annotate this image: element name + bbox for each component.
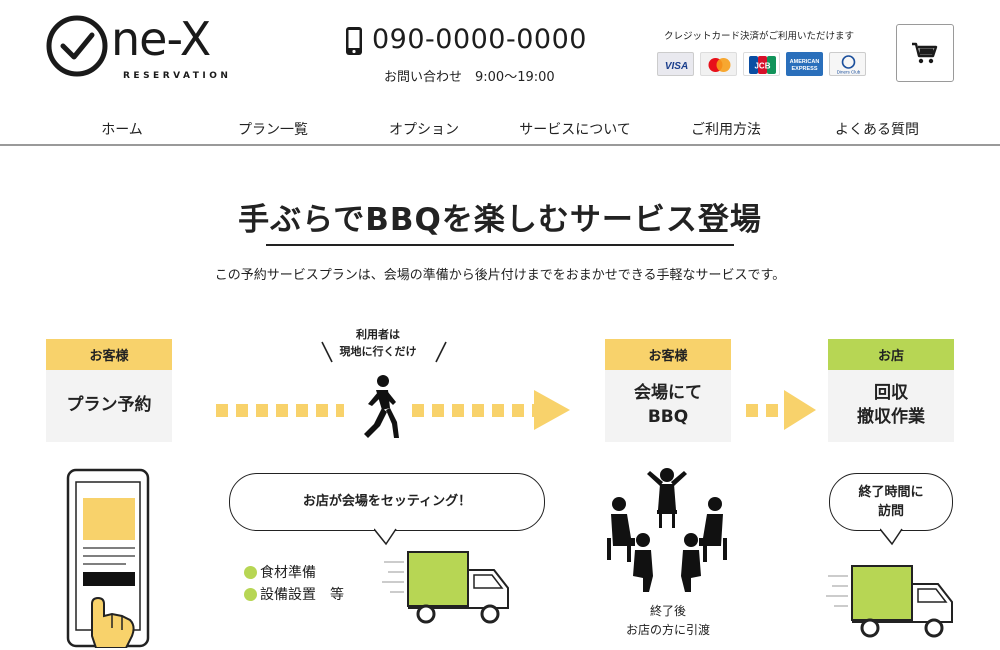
phone-number[interactable]: 090-0000-0000	[372, 24, 587, 55]
pickup-bubble: 終了時間に 訪問	[829, 473, 953, 531]
step-card-cleanup: お店 回収 撤収作業	[828, 339, 954, 442]
setting-item: 食材準備	[244, 562, 316, 582]
diners-club-card-icon: Diners Club	[829, 52, 866, 76]
svg-text:EXPRESS: EXPRESS	[792, 66, 818, 72]
svg-text:Diners Club: Diners Club	[837, 70, 861, 75]
svg-text:AMERICAN: AMERICAN	[790, 59, 820, 65]
nav-item-plans[interactable]: プラン一覧	[238, 122, 308, 138]
svg-text:JCB: JCB	[754, 62, 770, 71]
visa-card-icon: VISA	[657, 52, 694, 76]
nav-item-home[interactable]: ホーム	[101, 122, 143, 138]
amex-card-icon: AMERICAN EXPRESS	[786, 52, 823, 76]
step-text: 回収 撤収作業	[857, 383, 925, 427]
pickup-truck-icon	[826, 565, 953, 638]
setting-item: 設備設置 等	[244, 584, 344, 604]
arrow-head-icon	[534, 390, 570, 430]
flow-arrow-dash	[746, 404, 786, 417]
nav-item-how-to-use[interactable]: ご利用方法	[691, 122, 761, 138]
title-underline	[266, 244, 734, 246]
step-card-bbq: お客様 会場にて BBQ	[605, 339, 731, 442]
logo-wordmark: ne-X	[111, 12, 211, 66]
jcb-card-icon: JCB	[743, 52, 780, 76]
brand-logo[interactable]: ne-X RESERVATION	[45, 12, 245, 86]
delivery-truck-icon	[382, 551, 509, 624]
contact-hours: お問い合わせ 9:00〜19:00	[384, 70, 555, 85]
group-people-icon	[607, 468, 727, 592]
step-tag: お店	[828, 339, 954, 370]
smartphone-icon	[66, 468, 150, 648]
note-rays	[321, 341, 447, 363]
card-payment-caption: クレジットカード決済がご利用いただけます	[664, 31, 855, 42]
main-nav: ホーム プラン一覧 オプション サービスについて ご利用方法 よくある質問	[0, 112, 1000, 146]
nav-item-faq[interactable]: よくある質問	[835, 122, 919, 138]
step-tag: お客様	[46, 339, 172, 370]
setting-bubble: お店が会場をセッティング！	[229, 473, 545, 531]
logo-subtitle: RESERVATION	[123, 71, 232, 81]
cart-icon	[912, 42, 938, 64]
setting-item-label: 設備設置 等	[260, 587, 344, 603]
intro-text: この予約サービスプランは、会場の準備から後片付けまでをおまかせできる手軽なサービ…	[214, 268, 786, 283]
flow-arrow-dash	[216, 404, 344, 417]
step-tag: お客様	[605, 339, 731, 370]
svg-text:VISA: VISA	[665, 61, 688, 72]
setting-item-label: 食材準備	[260, 565, 316, 581]
pickup-bubble-text: 終了時間に 訪問	[858, 484, 924, 520]
setting-bubble-text: お店が会場をセッティング！	[302, 494, 472, 510]
step-card-reservation: お客様 プラン予約	[46, 339, 172, 442]
bubble-tail	[880, 528, 903, 546]
bullet-dot-icon	[244, 565, 257, 579]
bubble-tail	[374, 528, 397, 546]
page-title: 手ぶらでBBQを楽しむサービス登場	[238, 202, 762, 238]
nav-item-about-service[interactable]: サービスについて	[519, 122, 631, 138]
step-text: プラン予約	[66, 395, 152, 416]
user-note: 利用者は 現地に行くだけ	[339, 328, 417, 359]
mastercard-icon	[700, 52, 737, 76]
flow-arrow-dash	[412, 404, 536, 417]
nav-item-options[interactable]: オプション	[389, 122, 459, 138]
bullet-dot-icon	[244, 587, 257, 601]
cart-button[interactable]	[896, 24, 954, 82]
walking-person-icon	[364, 375, 399, 438]
phone-icon	[345, 26, 363, 56]
arrow-head-icon	[784, 390, 816, 430]
after-note: 終了後 お店の方に引渡	[625, 604, 710, 638]
step-text: 会場にて BBQ	[634, 383, 702, 427]
